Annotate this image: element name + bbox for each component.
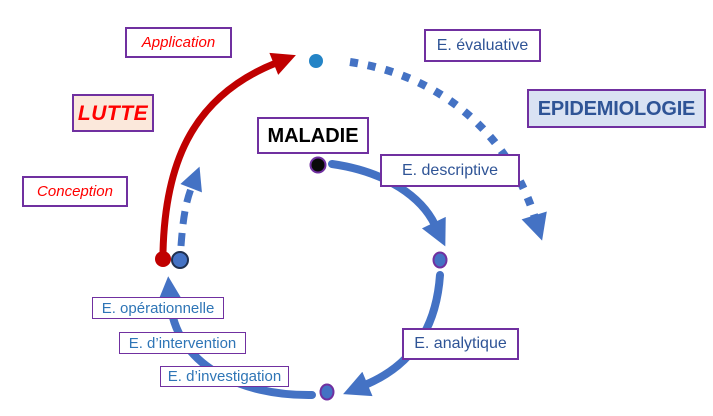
conception-red-dot — [155, 251, 171, 267]
application-endpoint-dot — [309, 54, 323, 68]
evaluative-dotted-arc — [349, 58, 547, 241]
cycle-right-dot — [432, 251, 448, 269]
label-intervention: E. d’intervention — [119, 332, 246, 354]
label-analytique: E. analytique — [402, 328, 519, 360]
label-maladie: MALADIE — [257, 117, 369, 154]
label-application: Application — [125, 27, 232, 58]
lutte-arrow — [159, 52, 296, 256]
label-epidemiologie: EPIDEMIOLOGIE — [527, 89, 706, 128]
maladie-dot — [309, 156, 327, 174]
label-operationnelle: E. opérationnelle — [92, 297, 224, 319]
descriptive-arc — [328, 160, 446, 247]
label-investigation: E. d’investigation — [160, 366, 289, 387]
cycle-return-dashed-arc — [177, 166, 202, 247]
cycle-bottom-dot — [319, 383, 335, 401]
label-descriptive: E. descriptive — [380, 154, 520, 187]
label-evaluative: E. évaluative — [424, 29, 541, 62]
label-conception: Conception — [22, 176, 128, 207]
label-lutte: LUTTE — [72, 94, 154, 132]
cycle-left-dot — [171, 251, 189, 269]
